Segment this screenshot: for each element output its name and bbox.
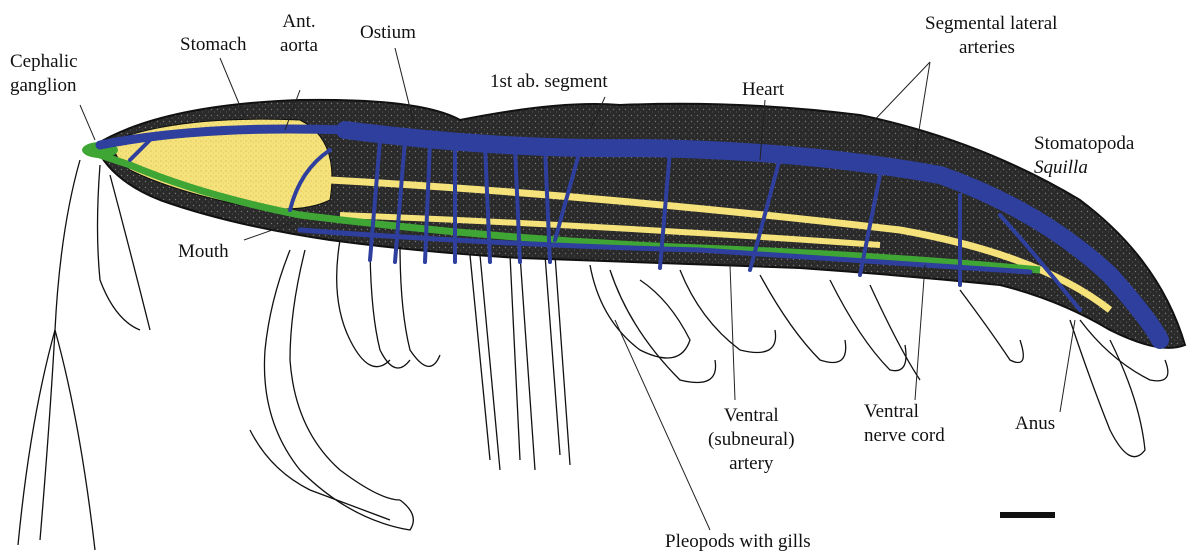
label-pleopods-with-gills: Pleopods with gills <box>665 530 811 554</box>
label-mouth: Mouth <box>178 240 229 264</box>
label-genus: Squilla <box>1034 157 1088 178</box>
scale-bar <box>1000 512 1055 518</box>
raptorial-claw <box>264 250 413 530</box>
label-heart: Heart <box>742 78 784 102</box>
label-ostium: Ostium <box>360 21 416 45</box>
label-segmental-lateral-arteries: Segmental lateral arteries <box>925 12 1057 60</box>
label-first-ab-segment: 1st ab. segment <box>490 70 608 94</box>
label-cephalic-ganglion: Cephalic ganglion <box>10 50 78 98</box>
antennule <box>98 165 141 330</box>
label-stomach: Stomach <box>180 33 247 57</box>
label-ventral-nerve-cord: Ventral nerve cord <box>864 400 945 448</box>
label-taxon: Stomatopoda Squilla <box>1034 132 1134 180</box>
label-anus: Anus <box>1015 412 1055 436</box>
label-ventral-subneural-artery: Ventral (subneural) artery <box>708 404 795 476</box>
label-ant-aorta: Ant. aorta <box>280 10 318 58</box>
